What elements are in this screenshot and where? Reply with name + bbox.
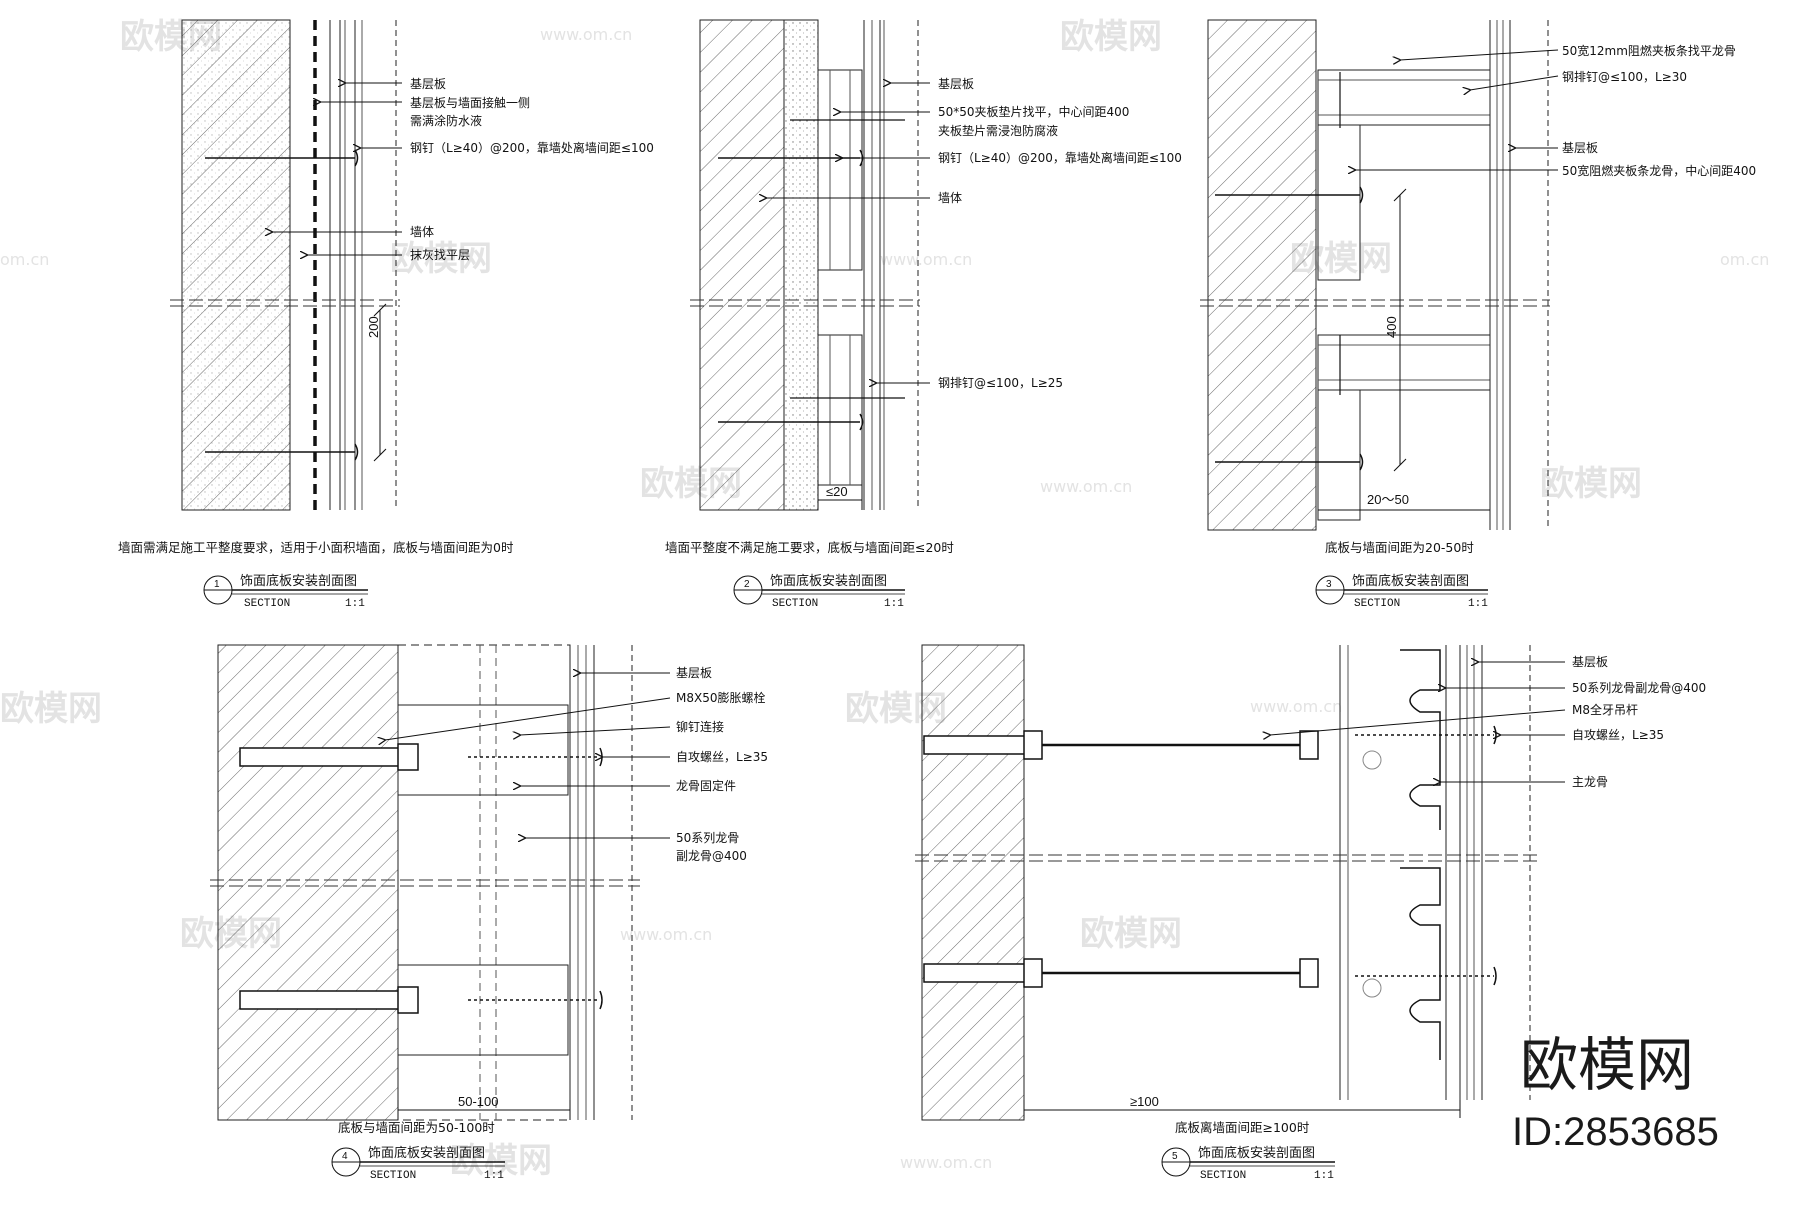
callout-label: 自攻螺丝，L≥35 xyxy=(1572,728,1664,742)
brand-block: 欧模网 ID:2853685 xyxy=(1512,1031,1719,1154)
watermark: 欧模网 xyxy=(1080,914,1182,954)
section-title: 饰面底板安装剖面图 xyxy=(368,1145,485,1161)
watermark-url: om.cn xyxy=(0,250,49,269)
section-3-detail: 400 20～50 50宽12mm阻燃夹板条找平龙骨 钢排钉@≤100，L≥30… xyxy=(1200,19,1756,610)
dimension-label: 50-100 xyxy=(458,1094,498,1109)
watermark-url: www.om.cn xyxy=(1040,477,1132,496)
watermark-url: www.om.cn xyxy=(900,1153,992,1172)
dimension-label: ≤20 xyxy=(826,484,848,499)
watermark: 欧模网 xyxy=(450,1141,552,1181)
section-title: 饰面底板安装剖面图 xyxy=(1198,1145,1315,1161)
section-scale: 1:1 xyxy=(1314,1170,1334,1182)
watermark-url: om.cn xyxy=(1720,250,1769,269)
section-subtitle: SECTION xyxy=(244,598,290,610)
section-number: 1 xyxy=(214,579,220,590)
callout-label: 50系列龙骨副龙骨@400 xyxy=(1572,681,1706,695)
watermark-url: www.om.cn xyxy=(880,250,972,269)
watermark-url: www.om.cn xyxy=(540,25,632,44)
callout-label: 基层板 xyxy=(410,77,446,91)
section-subtitle: SECTION xyxy=(370,1170,416,1182)
watermark: 欧模网 xyxy=(390,239,492,279)
callout-label: 龙骨固定件 xyxy=(676,778,736,793)
callout-label: 基层板 xyxy=(1562,141,1598,155)
callout-label: 墙体 xyxy=(938,191,962,205)
section-number: 4 xyxy=(342,1151,348,1162)
section-scale: 1:1 xyxy=(484,1170,504,1182)
callout-label: 钢排钉@≤100，L≥30 xyxy=(1562,70,1687,84)
watermark: 欧模网 xyxy=(1540,464,1642,504)
section-scale: 1:1 xyxy=(345,598,365,610)
section-title: 饰面底板安装剖面图 xyxy=(240,573,357,589)
section-number: 2 xyxy=(744,579,750,590)
section-subtitle: SECTION xyxy=(1354,598,1400,610)
callout-label: 副龙骨@400 xyxy=(676,849,747,863)
section-caption: 墙面平整度不满足施工要求，底板与墙面间距≤20时 xyxy=(665,540,954,555)
section-number: 3 xyxy=(1326,579,1332,590)
watermark-url: www.om.cn xyxy=(620,925,712,944)
callout-label: 基层板与墙面接触一侧 xyxy=(410,95,530,110)
section-scale: 1:1 xyxy=(1468,598,1488,610)
callout-label: 需满涂防水液 xyxy=(410,113,482,128)
section-scale: 1:1 xyxy=(884,598,904,610)
section-caption: 底板离墙面间距≥100时 xyxy=(1175,1120,1310,1135)
callout-label: 抹灰找平层 xyxy=(410,248,470,262)
callout-label: 钢排钉@≤100，L≥25 xyxy=(938,376,1063,390)
callout-label: 基层板 xyxy=(1572,655,1608,669)
dimension-label: ≥100 xyxy=(1130,1094,1159,1109)
dimension-label: 200 xyxy=(366,316,381,338)
section-subtitle: SECTION xyxy=(772,598,818,610)
watermark: 欧模网 xyxy=(1060,17,1162,57)
callout-label: 50宽12mm阻燃夹板条找平龙骨 xyxy=(1562,43,1736,58)
callout-label: M8X50膨胀螺栓 xyxy=(676,690,765,705)
callout-label: 钢钉（L≥40）@200，靠墙处离墙间距≤100 xyxy=(410,140,654,155)
section-1-detail: 200 基层板 基层板与墙面接触一侧 需满涂防水液 钢钉（L≥40）@200，靠… xyxy=(118,19,654,610)
section-title: 饰面底板安装剖面图 xyxy=(1352,573,1469,589)
callout-label: 基层板 xyxy=(938,77,974,91)
callout-label: 50*50夹板垫片找平，中心间距400 xyxy=(938,104,1129,119)
callout-label: 50系列龙骨 xyxy=(676,831,739,845)
section-4-detail: 50-100 基层板 M8X50膨胀螺栓 铆钉连接 自攻螺丝，L≥35 龙骨固定… xyxy=(210,644,768,1182)
dimension-label: 20～50 xyxy=(1367,492,1409,507)
callout-label: 50宽阻燃夹板条龙骨，中心间距400 xyxy=(1562,163,1756,178)
callout-label: 基层板 xyxy=(676,666,712,680)
section-caption: 底板与墙面间距为20-50时 xyxy=(1325,540,1474,555)
brand-id: ID:2853685 xyxy=(1512,1110,1719,1154)
section-5-detail: ≥100 基层板 50系列龙骨副龙骨@400 M8全牙吊杆 自攻螺丝，L≥35 … xyxy=(915,644,1706,1182)
section-caption: 墙面需满足施工平整度要求，适用于小面积墙面，底板与墙面间距为0时 xyxy=(118,540,514,555)
section-title: 饰面底板安装剖面图 xyxy=(770,573,887,589)
callout-label: 主龙骨 xyxy=(1572,775,1608,789)
callout-label: M8全牙吊杆 xyxy=(1572,702,1638,717)
watermark-layer: 欧模网 www.om.cn 欧模网 om.cn 欧模网 www.om.cn 欧模… xyxy=(0,17,1769,1181)
section-number: 5 xyxy=(1172,1151,1178,1162)
callout-label: 铆钉连接 xyxy=(676,719,724,734)
callout-label: 夹板垫片需浸泡防腐液 xyxy=(938,123,1058,138)
section-caption: 底板与墙面间距为50-100时 xyxy=(338,1120,495,1135)
callout-label: 墙体 xyxy=(410,225,434,239)
callout-label: 钢钉（L≥40）@200，靠墙处离墙间距≤100 xyxy=(938,150,1182,165)
brand-logo: 欧模网 xyxy=(1520,1031,1694,1099)
section-2-detail: ≤20 基层板 50*50夹板垫片找平，中心间距400 夹板垫片需浸泡防腐液 钢… xyxy=(665,19,1182,610)
callout-label: 自攻螺丝，L≥35 xyxy=(676,750,768,764)
watermark-url: www.om.cn xyxy=(1250,697,1342,716)
dimension-label: 400 xyxy=(1384,316,1399,338)
watermark: 欧模网 xyxy=(0,689,102,729)
section-subtitle: SECTION xyxy=(1200,1170,1246,1182)
